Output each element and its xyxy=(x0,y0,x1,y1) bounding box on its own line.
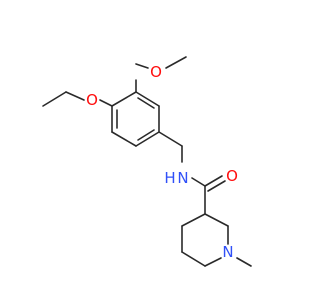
oxygen-atom-meta: O xyxy=(150,63,162,81)
bond xyxy=(204,175,223,187)
bond xyxy=(207,180,226,192)
oxygen-atom-para: O xyxy=(86,91,98,109)
oxygen-atom-carbonyl: O xyxy=(226,167,238,185)
structure-drawing: O O O N H N xyxy=(42,56,252,267)
bond xyxy=(191,177,206,187)
bond xyxy=(65,91,85,101)
bond xyxy=(204,257,222,267)
bond xyxy=(42,91,67,107)
bond xyxy=(181,251,206,267)
bond xyxy=(236,257,252,267)
bond xyxy=(135,131,160,147)
bond xyxy=(135,91,160,107)
piperidine-nitrogen-atom: N xyxy=(222,243,233,261)
amide-nitrogen-atom: N xyxy=(177,169,188,187)
molecule-diagram: O O O N H N xyxy=(42,56,252,267)
amide-hydrogen-atom: H xyxy=(164,169,175,187)
bond xyxy=(111,131,137,147)
bond xyxy=(158,131,183,147)
bond xyxy=(135,63,149,69)
bond xyxy=(165,56,187,69)
bond xyxy=(111,91,137,107)
bond xyxy=(137,129,155,141)
bond xyxy=(99,99,113,107)
bond xyxy=(137,97,155,109)
bond xyxy=(181,213,206,227)
bond xyxy=(204,213,229,227)
